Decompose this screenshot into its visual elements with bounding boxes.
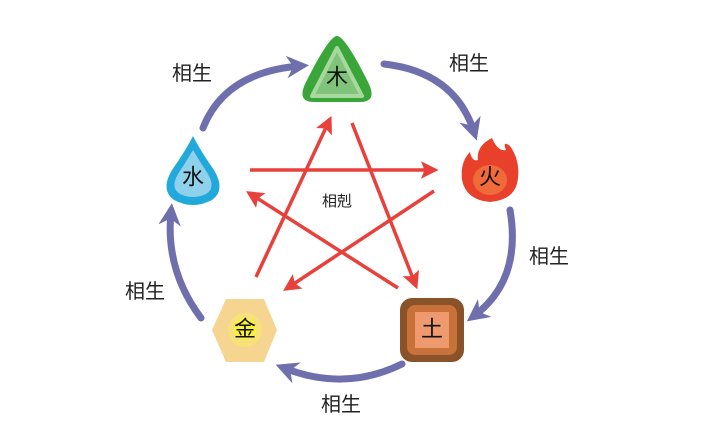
earth-element: 土 [400, 298, 464, 362]
water-label: 水 [182, 166, 204, 191]
generate-arrow-wood-fire [380, 60, 481, 141]
overcome-arrow-wood-earth [350, 122, 420, 290]
metal-label: 金 [234, 318, 256, 343]
generate-label-water-wood: 相生 [172, 61, 212, 85]
generate-label-fire-earth: 相生 [529, 244, 569, 268]
fire-label: 火 [479, 166, 501, 191]
generate-arrow-metal-water [158, 203, 205, 322]
generate-arrow-earth-metal [275, 360, 406, 384]
generate-arrow-water-wood [199, 55, 309, 132]
fire-element: 火 [461, 138, 519, 202]
overcome-arrow-fire-metal [283, 189, 435, 291]
wood-label: 木 [326, 66, 348, 91]
overcome-arrow-earth-water [246, 191, 399, 290]
wood-element: 木 [302, 36, 372, 102]
generate-label-earth-metal: 相生 [321, 392, 361, 416]
earth-label: 土 [421, 318, 443, 343]
water-element: 水 [166, 136, 220, 205]
generate-arrow-fire-earth [466, 206, 516, 322]
metal-element: 金 [212, 299, 277, 362]
overcome-label: 相剋 [322, 192, 352, 210]
generate-label-metal-water: 相生 [125, 279, 165, 303]
overcome-arrow-metal-wood [254, 115, 332, 278]
generate-label-wood-fire: 相生 [449, 51, 489, 75]
